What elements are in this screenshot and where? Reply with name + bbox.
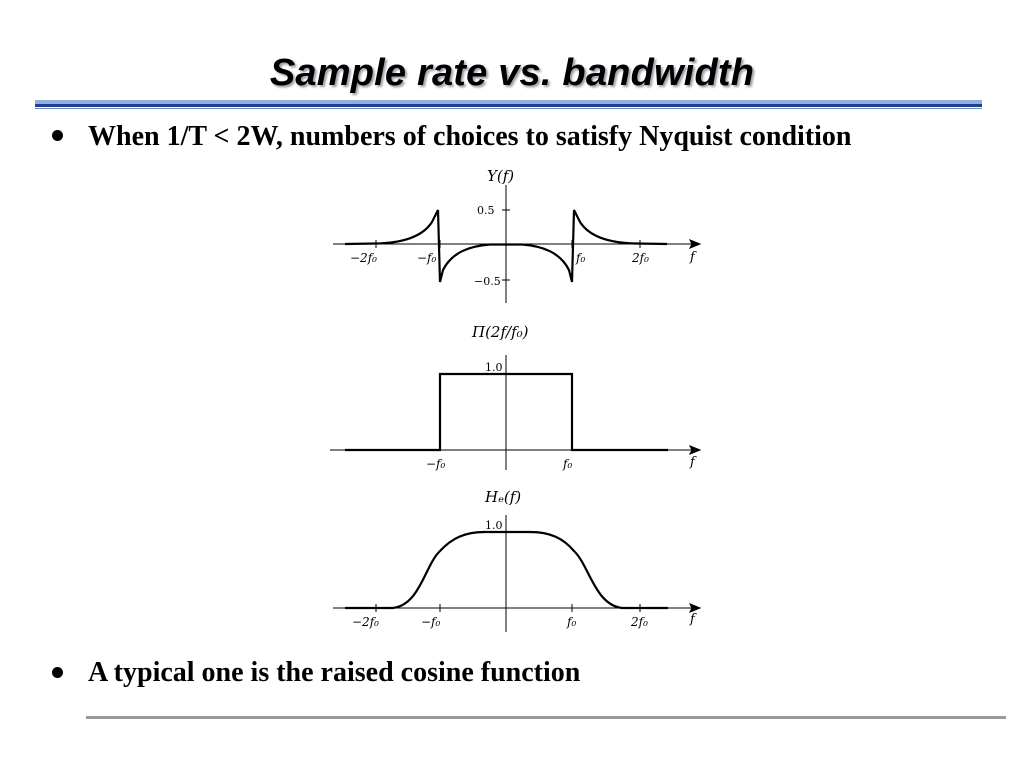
slide-title: Sample rate vs. bandwidth	[269, 52, 755, 94]
footer-rule	[86, 716, 1006, 719]
title-underline-thin	[35, 108, 982, 109]
x-axis-arrow	[688, 603, 702, 613]
bullet-dot	[52, 667, 63, 678]
x-tick-label: −2f₀	[350, 251, 377, 265]
title-underline-dark	[35, 104, 982, 107]
bullet-dot	[52, 130, 63, 141]
y-tick-label: 1.0	[485, 519, 503, 532]
y-of-f-curve	[344, 209, 668, 283]
bullet-text: A typical one is the raised cosine funct…	[88, 657, 581, 688]
x-axis-label: f	[689, 612, 697, 627]
x-tick-label: 2f₀	[631, 251, 649, 265]
x-tick-label: −f₀	[421, 615, 440, 629]
bullet-text: When 1/T < 2W, numbers of choices to sat…	[88, 121, 852, 152]
rect-pulse	[345, 372, 668, 452]
y-tick-label: 0.5	[477, 204, 495, 217]
x-tick-label: −2f₀	[352, 615, 379, 629]
y-tick-label: −0.5	[474, 275, 501, 288]
raised-cosine-curve	[345, 530, 668, 610]
x-axis-label: f	[689, 250, 697, 265]
panel-label: Π(2f/f₀)	[471, 323, 529, 341]
x-tick-label: 2f₀	[630, 615, 648, 629]
title-underline	[35, 100, 982, 104]
x-tick-label: f₀	[575, 251, 585, 265]
x-tick-label: −f₀	[426, 457, 445, 471]
x-axis-label: f	[689, 455, 697, 470]
x-tick-label: f₀	[566, 615, 576, 629]
x-tick-label: f₀	[562, 457, 572, 471]
panel-label: Hₑ(f)	[484, 488, 521, 506]
y-tick-label: 1.0	[485, 361, 503, 374]
x-axis-arrow	[688, 239, 702, 249]
panel-label: Y(f)	[487, 167, 514, 185]
x-axis-arrow	[688, 445, 702, 455]
x-tick-label: −f₀	[417, 251, 436, 265]
